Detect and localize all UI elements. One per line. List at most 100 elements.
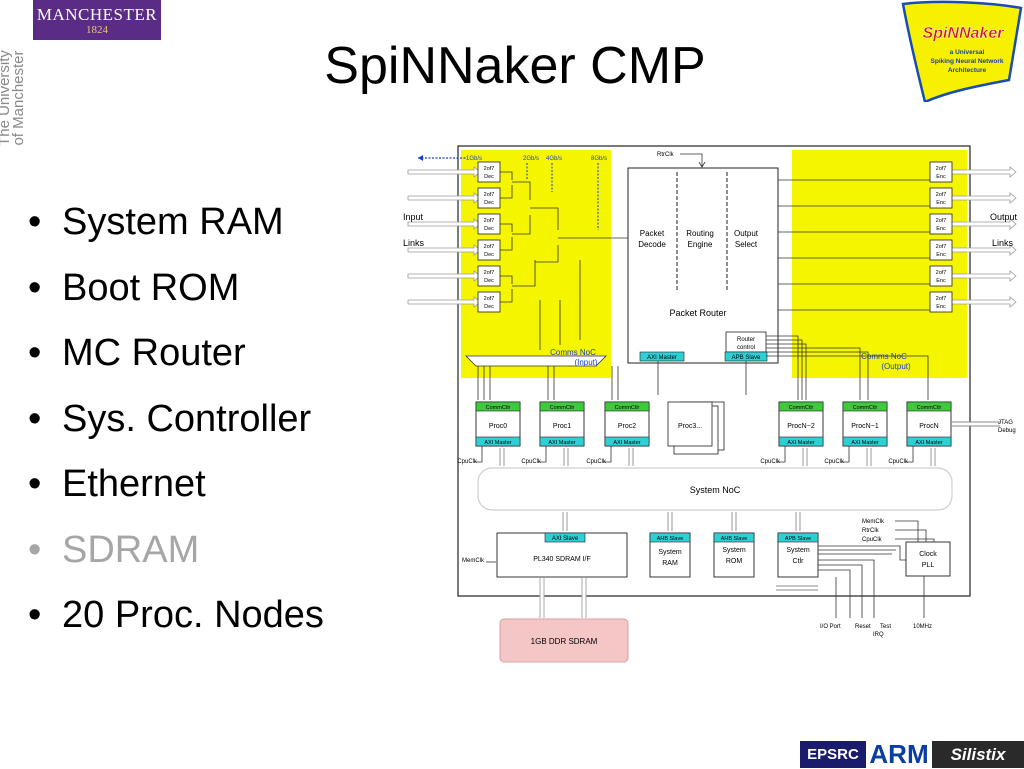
bullet-mc-router: MC Router (28, 321, 324, 387)
processor-axi-master (604, 436, 650, 447)
output-link-arrow (949, 296, 1017, 308)
bandwidth-1gb-arrowhead (418, 155, 423, 161)
comm-controller (906, 401, 952, 412)
input-link-arrow (407, 270, 481, 282)
processor-cpuclk-label: CpuClk (888, 459, 909, 465)
processor-axi-master (475, 436, 521, 447)
encoder-label-1: 2of7 (936, 218, 947, 224)
processor-name: Proc2 (618, 423, 636, 430)
output-link-arrow (949, 166, 1017, 178)
encoder-box (929, 161, 953, 183)
input-link-arrows (407, 166, 481, 308)
rtrclk-arrowhead (698, 161, 706, 168)
system-ram-label-2: RAM (662, 560, 678, 567)
sdram-interface-label: PL340 SDRAM I/F (533, 556, 591, 563)
encoder-box (929, 239, 953, 261)
output-link-arrows (949, 166, 1017, 308)
cmp-block-diagram: Input Links Output Links 1Gb/s 2Gb/s 4Gb… (403, 145, 1017, 663)
system-noc-links (499, 448, 936, 531)
logo-name: MANCHESTER (36, 5, 158, 24)
decoder-label-2: Dec (484, 304, 494, 310)
processor-cpuclk-line (474, 446, 483, 463)
decoder-label-1: 2of7 (484, 192, 495, 198)
pll-rtrclk-label: RtrClk (862, 528, 880, 534)
input-link-arrow (407, 244, 481, 256)
bandwidth-markers (526, 163, 599, 230)
processor-axi-master (778, 436, 824, 447)
processor-name: Proc1 (553, 423, 571, 430)
logo-year: 1824 (86, 24, 108, 36)
encoder-box (929, 291, 953, 313)
processor-axi-master-label: AXI Master (915, 440, 942, 446)
input-links-label-1: Input (403, 212, 424, 222)
spinnaker-subtitle-3: Architecture (948, 67, 987, 74)
router-apb-slave-label: APB Slave (732, 355, 761, 361)
processor-cpuclk-line (603, 446, 612, 463)
encoder-label-2: Enc (936, 226, 946, 232)
encoder-box (929, 213, 953, 235)
system-noc (477, 467, 953, 511)
system-ctlr-label-1: System (786, 547, 810, 554)
comms-noc-input-line-1: Comms NoC (550, 348, 596, 357)
input-links-label-2: Links (403, 238, 425, 248)
sdram-bus-arrows (539, 578, 587, 618)
university-logo: MANCHESTER 1824 (33, 0, 161, 40)
jtag-label-1: JTAG (998, 420, 1013, 426)
router-axi-master (639, 351, 685, 362)
input-noc-mux (465, 355, 607, 367)
sdram-axi-slave (544, 532, 586, 543)
bullet-proc-nodes: 20 Proc. Nodes (28, 583, 324, 649)
packet-decode-1: Packet (640, 229, 665, 238)
system-rom-ahb-slave (713, 532, 755, 543)
feature-list: System RAM Boot ROM MC Router Sys. Contr… (28, 190, 324, 649)
processor-name: ProcN (919, 423, 938, 430)
bullet-boot-rom: Boot ROM (28, 256, 324, 322)
output-link-arrow (949, 270, 1017, 282)
osc-label: 10MHz (913, 624, 932, 630)
university-wordmark: The University of Manchester (0, 28, 27, 168)
system-ram-label-1: System (658, 549, 682, 556)
input-noc-to-procs (477, 361, 747, 400)
comm-controller-label: CommCtlr (789, 405, 814, 411)
encoder-label-1: 2of7 (936, 244, 947, 250)
processor-axi-master-label: AXI Master (484, 440, 511, 446)
packet-decode-2: Decode (638, 240, 666, 249)
test-label: Test (880, 624, 891, 630)
decoder-label-1: 2of7 (484, 270, 495, 276)
comms-noc-input-area (461, 150, 611, 378)
sdram-memclk-label: MemClk (462, 558, 485, 564)
comm-controller (539, 401, 585, 412)
input-noc-tree (500, 171, 628, 350)
comms-noc-output-line-1: Comms NoC (861, 352, 907, 361)
decoder-label-1: 2of7 (484, 244, 495, 250)
processor-name: Proc0 (489, 423, 507, 430)
system-ctlr-apb-slave (777, 532, 819, 543)
output-links-label-2: Links (992, 238, 1014, 248)
input-link-arrow (407, 166, 481, 178)
comm-controller-label: CommCtlr (550, 405, 575, 411)
proc-stack: Proc3... (667, 401, 725, 455)
routing-engine-1: Routing (686, 229, 714, 238)
bandwidth-4gb: 4Gb/s (546, 156, 562, 162)
encoder-box (929, 187, 953, 209)
university-line-2: of Manchester (10, 50, 27, 146)
bullet-system-ram: System RAM (28, 190, 324, 256)
bandwidth-8gb: 8Gb/s (591, 156, 607, 162)
processor-axi-master (842, 436, 888, 447)
bandwidth-2gb: 2Gb/s (523, 156, 539, 162)
bullet-sys-controller: Sys. Controller (28, 387, 324, 453)
spinnaker-subtitle-2: Spiking Neural Network (931, 58, 1004, 65)
encoder-box (929, 265, 953, 287)
output-link-arrow (949, 244, 1017, 256)
output-link-arrow (949, 192, 1017, 204)
irq-label: IRQ (873, 632, 884, 638)
routing-engine-2: Engine (688, 240, 713, 249)
comms-noc-output-area (792, 150, 967, 378)
comm-controller-label: CommCtlr (917, 405, 942, 411)
clock-pll-label-2: PLL (922, 562, 935, 569)
silistix-logo: Silistix (932, 741, 1024, 768)
router-axi-master-label: AXI Master (647, 355, 677, 361)
processor-cpuclk-label: CpuClk (586, 459, 607, 465)
